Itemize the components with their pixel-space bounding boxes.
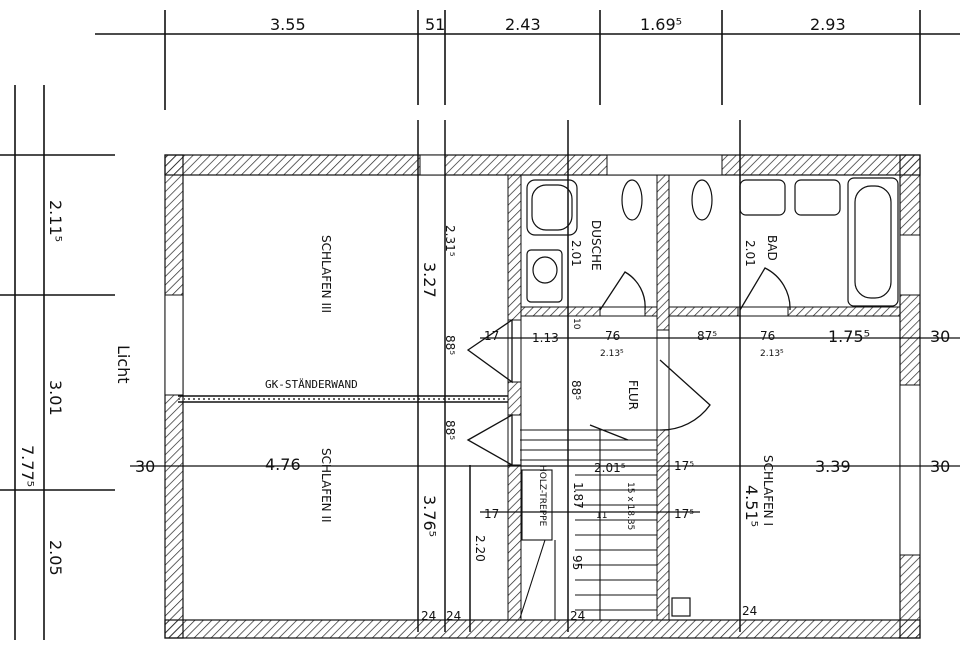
dim-stair-length: 1.87 bbox=[571, 482, 585, 509]
dim-stair-rise: 15 x 18.35 bbox=[625, 482, 635, 530]
dim-dusche-height: 2.01 bbox=[569, 240, 583, 267]
dim-s1-height: 4.51⁵ bbox=[742, 485, 761, 527]
inner-walls bbox=[507, 174, 901, 621]
side-note: Licht bbox=[114, 345, 133, 384]
dim-schlafen1-width: 3.39 bbox=[815, 457, 851, 476]
dim-left-4: 2.05 bbox=[46, 540, 65, 576]
top-dimension-chain bbox=[95, 10, 960, 110]
door-swings bbox=[466, 267, 791, 467]
room-schlafen-3: SCHLAFEN III bbox=[319, 235, 333, 313]
dim-misc-3: 88⁵ bbox=[443, 335, 457, 355]
dim-misc-14: 24 bbox=[446, 609, 461, 623]
dim-top-2: 51 bbox=[425, 15, 445, 34]
dim-left-2: 3.01 bbox=[46, 380, 65, 416]
dim-misc-11: 2.20 bbox=[473, 535, 487, 562]
dim-wall-right: 30 bbox=[930, 457, 950, 476]
dim-wall-right-2: 30 bbox=[930, 327, 950, 346]
room-bad: BAD bbox=[765, 235, 779, 261]
dim-top-5: 2.93 bbox=[810, 15, 846, 34]
room-dusche: DUSCHE bbox=[589, 220, 603, 271]
dim-schlafen2-width: 4.76 bbox=[265, 455, 301, 474]
dim-misc-16: 10 bbox=[571, 318, 581, 330]
room-schlafen-1: SCHLAFEN I bbox=[761, 455, 775, 526]
dim-misc-17: 11 bbox=[596, 511, 607, 521]
dim-misc-5: 17 bbox=[484, 329, 499, 343]
dim-misc-1: 76 bbox=[605, 329, 620, 343]
dim-left-3: 7.77⁵ bbox=[18, 445, 37, 487]
dim-stair-run: 2.01⁵ bbox=[594, 461, 626, 475]
room-flur: FLUR bbox=[626, 380, 640, 410]
dim-top-1: 3.55 bbox=[270, 15, 306, 34]
dim-misc-4: 88⁵ bbox=[443, 420, 457, 440]
dim-wall-left: 30 bbox=[135, 457, 155, 476]
dim-flur-width: 1.13 bbox=[532, 331, 559, 345]
dim-right-width: 1.75⁵ bbox=[828, 327, 870, 346]
dim-bad-height: 2.01 bbox=[743, 240, 757, 267]
sanitary-fixtures bbox=[526, 177, 899, 617]
dim-misc-13: 24 bbox=[421, 609, 436, 623]
dim-misc-21: 24 bbox=[742, 604, 757, 618]
dim-misc-20: 24 bbox=[570, 609, 585, 623]
dim-misc-19: 87⁵ bbox=[697, 329, 717, 343]
outer-walls bbox=[164, 154, 921, 639]
dim-top-3: 2.43 bbox=[505, 15, 541, 34]
dim-misc-12: 2.31⁵ bbox=[443, 225, 457, 257]
dim-misc-10: 2.13⁵ bbox=[760, 349, 784, 359]
dim-misc-18: 88⁵ bbox=[569, 380, 583, 400]
dim-misc-15: 95 bbox=[570, 555, 584, 570]
dim-top-4: 1.69⁵ bbox=[640, 15, 682, 34]
dim-s3-height: 3.27 bbox=[420, 262, 439, 298]
room-treppe: HOLZ-TREPPE bbox=[537, 465, 547, 527]
dim-misc-7: 17⁵ bbox=[674, 459, 694, 473]
dim-misc-8: 17⁵ bbox=[674, 507, 694, 521]
dim-misc-9: 2.13⁵ bbox=[600, 349, 624, 359]
room-schlafen-2: SCHLAFEN II bbox=[319, 448, 333, 523]
gk-partition-wall bbox=[178, 395, 508, 403]
left-dimension-chain bbox=[0, 85, 115, 640]
dim-misc-6: 17 bbox=[484, 507, 499, 521]
dim-misc-2: 76 bbox=[760, 329, 775, 343]
dim-s2-height: 3.76⁵ bbox=[420, 495, 439, 537]
gk-wall-label: GK-STÄNDERWAND bbox=[265, 378, 358, 391]
internal-dimension-lines bbox=[130, 120, 960, 632]
staircase bbox=[519, 429, 657, 620]
dim-left-1: 2.11⁵ bbox=[46, 200, 65, 242]
